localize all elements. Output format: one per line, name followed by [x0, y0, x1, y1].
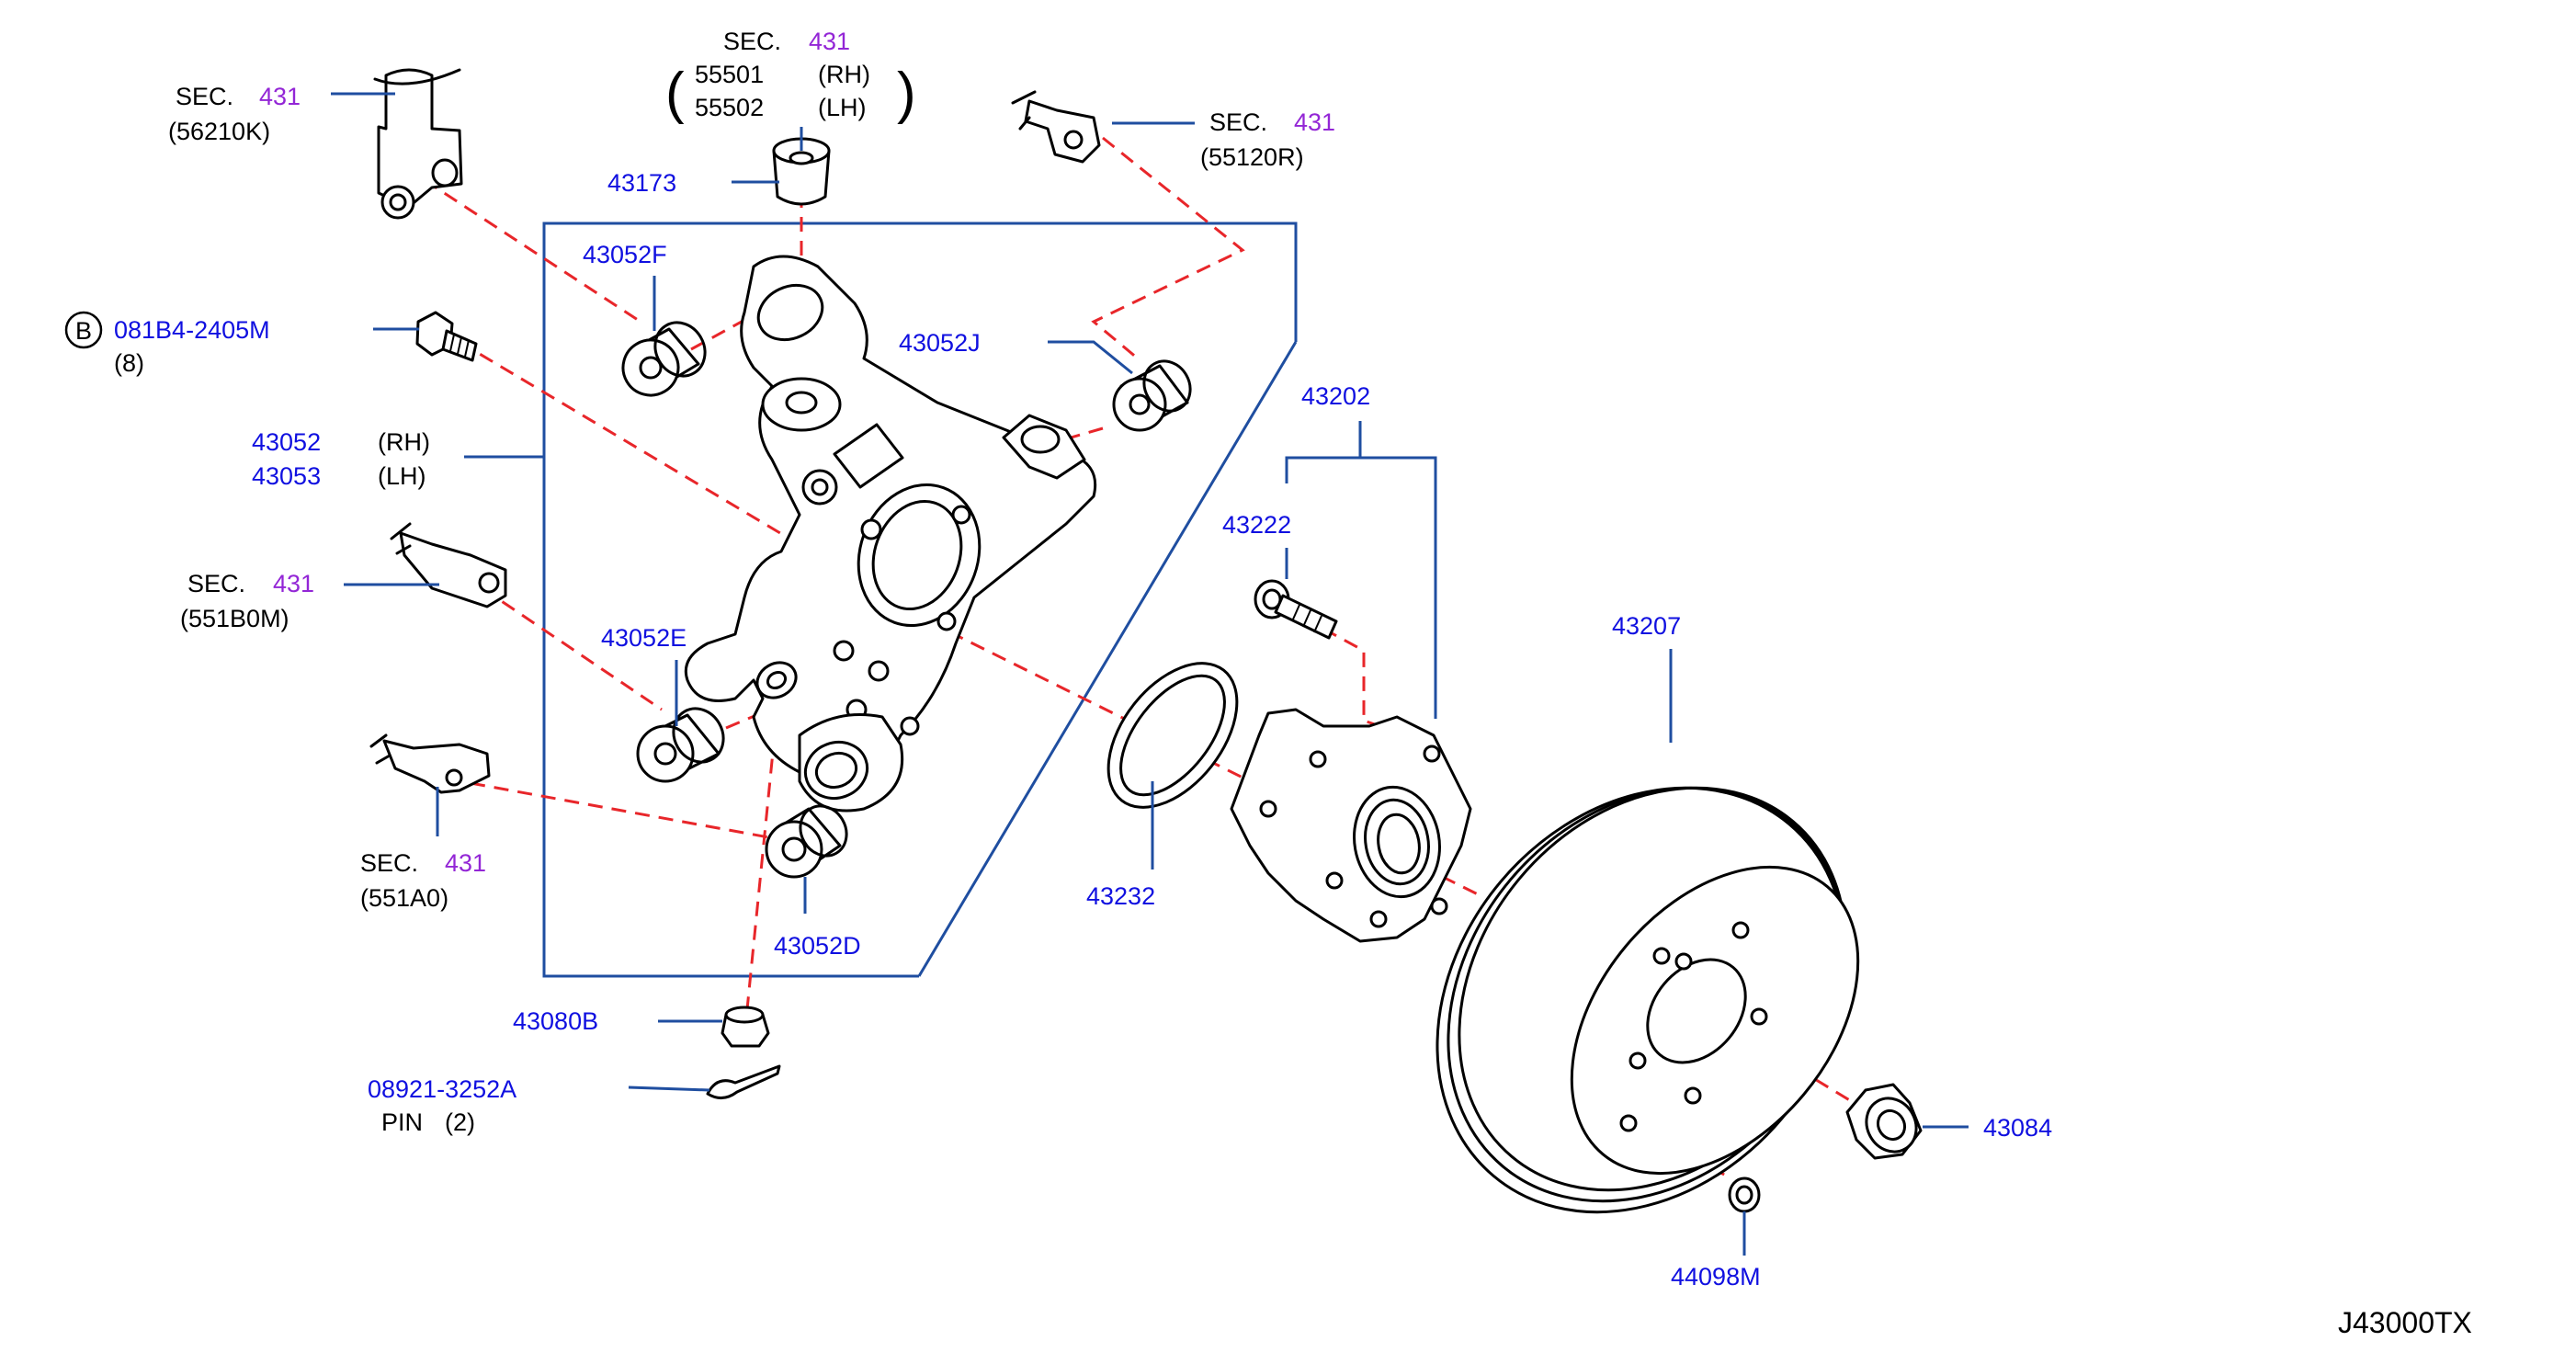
part-number-43080b: 43080B: [513, 1007, 598, 1035]
bushing-43052j-part: [1112, 359, 1192, 432]
callout-pin: 08921-3252A PIN (2): [368, 1075, 516, 1136]
diagram-code: J43000TX: [2338, 1306, 2472, 1339]
bolt-081b4-part: [415, 311, 478, 362]
part-number-44098m: 44098M: [1671, 1263, 1761, 1290]
part-number-43052j: 43052J: [899, 329, 981, 357]
hub-nut-43084-part: [1845, 1083, 1923, 1160]
assembly-group-outline-diagonal: [917, 341, 1298, 977]
callout-555xx: SEC. 431 ( 55501 (RH) 55502 (LH) ): [665, 28, 916, 125]
sec-label: SEC.: [176, 83, 233, 110]
ref-code: (551B0M): [180, 605, 289, 632]
sec-label: SEC.: [187, 570, 245, 597]
part-number-43052: 43052: [252, 428, 321, 456]
sec-number: 431: [445, 849, 486, 877]
bushing-43173-part: [772, 137, 831, 206]
part-number-rh: 55501: [695, 61, 764, 88]
callout-55120r: SEC. 431 (55120R): [1200, 108, 1335, 171]
cotter-pin-part: [706, 1064, 781, 1099]
variant-rh: (RH): [818, 61, 870, 88]
part-number-43084: 43084: [1983, 1114, 2052, 1142]
steering-knuckle-part: [684, 255, 1097, 813]
part-number-43202: 43202: [1301, 382, 1370, 410]
variant-lh: (LH): [818, 94, 867, 121]
part-number-43052d: 43052D: [774, 932, 861, 960]
hub-bearing-43202-part: [1230, 708, 1472, 943]
sec-label: SEC.: [723, 28, 781, 55]
strut-mount-part: [373, 68, 463, 220]
sec-number: 431: [259, 83, 301, 110]
ref-code: (55120R): [1200, 143, 1304, 171]
part-name: PIN: [381, 1108, 423, 1136]
bushing-43052f-part: [621, 321, 707, 397]
quantity: (8): [114, 349, 144, 377]
sec-number: 431: [809, 28, 850, 55]
part-number-43053: 43053: [252, 462, 321, 490]
callout-knuckle: 43052 (RH) 43053 (LH): [252, 428, 430, 490]
sec-number: 431: [1294, 108, 1335, 136]
spacer-44098m-part: [1728, 1176, 1761, 1213]
sec-number: 431: [273, 570, 314, 597]
bushing-43052d-part: [765, 804, 848, 879]
part-number-43222: 43222: [1222, 511, 1291, 539]
part-number-lh: 55502: [695, 94, 764, 121]
callout-bolt: B 081B4-2405M (8): [64, 311, 270, 377]
close-paren: ): [897, 62, 916, 125]
part-number-43232: 43232: [1086, 882, 1155, 910]
part-number-43173: 43173: [607, 169, 676, 197]
part-number-43207: 43207: [1612, 612, 1681, 640]
link-end-55120r-part: [1011, 90, 1101, 164]
variant-lh: (LH): [378, 462, 426, 490]
leader-lines: [331, 92, 1969, 1256]
link-end-551a0-part: [369, 733, 491, 794]
callout-551b0m: SEC. 431 (551B0M): [180, 570, 314, 632]
bushing-43052e-part: [636, 707, 725, 783]
open-paren: (: [665, 62, 685, 125]
seal-ring-43232-part: [1106, 662, 1239, 809]
link-end-551b0m-part: [390, 522, 507, 608]
part-number-43052f: 43052F: [583, 241, 667, 268]
part-number-081b4: 081B4-2405M: [114, 316, 270, 344]
ref-code: (551A0): [360, 884, 448, 912]
brake-disc-43207-part: [1436, 786, 1860, 1214]
callout-551a0: SEC. 431 (551A0): [360, 849, 486, 912]
badge-letter: B: [75, 317, 92, 345]
variant-rh: (RH): [378, 428, 430, 456]
callout-56210k: SEC. 431 (56210K): [168, 83, 301, 145]
part-number-43052e: 43052E: [601, 624, 687, 652]
sec-label: SEC.: [1209, 108, 1267, 136]
badge-circle: [64, 311, 103, 349]
assembly-group-outline: [542, 222, 1298, 978]
quantity: (2): [445, 1108, 475, 1136]
hub-bolt-43222-part: [1254, 579, 1338, 640]
nut-43080b-part: [721, 1006, 770, 1048]
ref-code: (56210K): [168, 118, 270, 145]
part-number-08921: 08921-3252A: [368, 1075, 516, 1103]
sec-label: SEC.: [360, 849, 418, 877]
